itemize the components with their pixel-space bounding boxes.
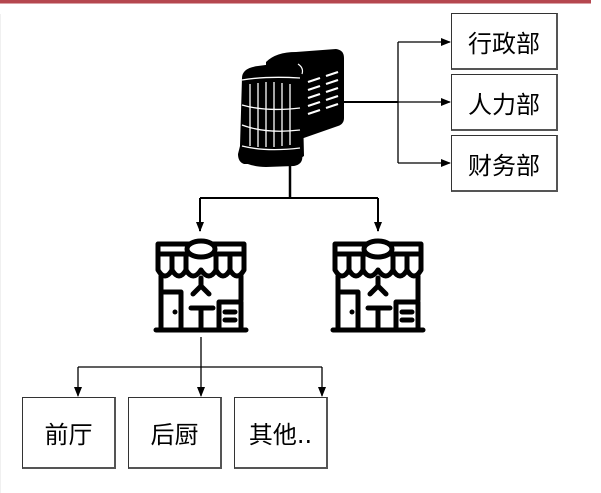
unit-box-other: 其他..: [234, 397, 328, 469]
department-label: 人力部: [468, 90, 540, 119]
store-to-units-connector: [74, 337, 326, 397]
unit-label: 前厅: [44, 421, 93, 449]
department-label: 财务部: [468, 151, 540, 180]
store-icon-2: [330, 238, 426, 333]
header-accent-bar: [0, 0, 591, 3]
hq-to-departments-connector: [343, 38, 451, 167]
unit-label: 其他..: [248, 421, 313, 449]
unit-box-kitchen: 后厨: [128, 397, 222, 469]
header-accent-bar-shadow: [0, 3, 591, 4]
office-building-icon: [238, 49, 344, 167]
store-icon-1: [153, 238, 249, 333]
department-box-hr: 人力部: [451, 74, 558, 131]
department-box-finance: 财务部: [451, 135, 558, 192]
hq-to-stores-connector: [196, 165, 382, 232]
slide-left-edge: [0, 14, 1, 493]
unit-label: 后厨: [150, 421, 199, 449]
unit-box-front-hall: 前厅: [22, 397, 116, 469]
department-label: 行政部: [468, 29, 540, 58]
department-box-admin: 行政部: [451, 13, 558, 70]
